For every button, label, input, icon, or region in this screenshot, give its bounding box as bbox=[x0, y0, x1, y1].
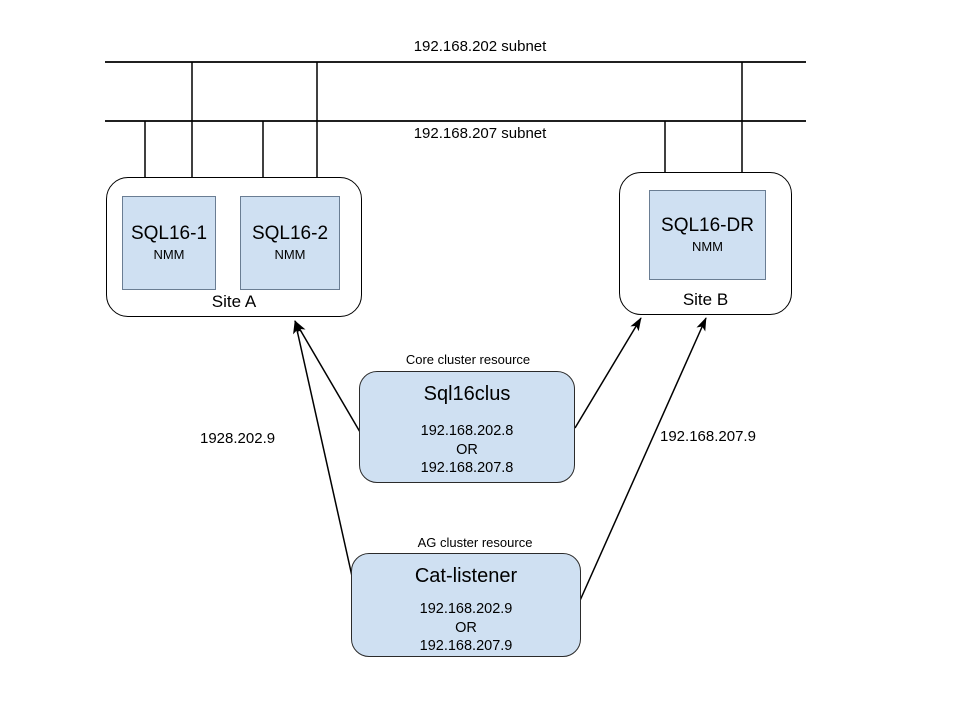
arrow-core-to-site-b bbox=[574, 317, 642, 429]
resource-sql16clus-title: Sql16clus bbox=[423, 383, 511, 405]
resource-cat-listener-ips: 192.168.202.9 OR 192.168.207.9 bbox=[352, 600, 580, 656]
subnet-202-label: 192.168.202 subnet bbox=[413, 38, 547, 55]
resource-sql16clus-ip-primary: 192.168.202.8 bbox=[420, 423, 514, 439]
edge-label-site-a: 1928.202.9 bbox=[200, 430, 276, 447]
site-a-label: Site A bbox=[211, 292, 257, 311]
resource-sql16clus-ip-or: OR bbox=[456, 441, 478, 458]
resource-cat-listener-ip-secondary: 192.168.207.9 bbox=[419, 638, 513, 655]
server-sql16-1[interactable]: SQL16-1 NMM bbox=[122, 196, 216, 290]
server-sql16-dr[interactable]: SQL16-DR NMM bbox=[649, 190, 766, 280]
server-sql16-2[interactable]: SQL16-2 NMM bbox=[240, 196, 340, 290]
ag-cluster-caption: AG cluster resource bbox=[417, 535, 533, 550]
arrow-ag-to-site-b bbox=[577, 317, 707, 606]
server-sql16-2-name: SQL16-2 bbox=[251, 222, 329, 244]
resource-sql16clus-ips: 192.168.202.8 OR 192.168.207.8 bbox=[360, 422, 574, 478]
resource-cat-listener-ip-primary: 192.168.202.9 bbox=[419, 601, 513, 617]
resource-cat-listener-title: Cat-listener bbox=[414, 565, 518, 587]
subnet-207-label: 192.168.207 subnet bbox=[413, 125, 547, 142]
server-sql16-dr-role: NMM bbox=[691, 238, 724, 254]
edge-label-site-b: 192.168.207.9 bbox=[660, 428, 756, 445]
server-sql16-2-role: NMM bbox=[274, 246, 306, 262]
site-b-label: Site B bbox=[682, 290, 729, 309]
server-sql16-1-name: SQL16-1 bbox=[130, 222, 208, 244]
resource-cat-listener[interactable]: Cat-listener 192.168.202.9 OR 192.168.20… bbox=[351, 553, 581, 657]
server-sql16-1-role: NMM bbox=[153, 246, 185, 262]
resource-sql16clus[interactable]: Sql16clus 192.168.202.8 OR 192.168.207.8 bbox=[359, 371, 575, 483]
resource-sql16clus-ip-secondary: 192.168.207.8 bbox=[420, 460, 514, 477]
core-cluster-caption: Core cluster resource bbox=[405, 352, 531, 367]
server-sql16-dr-name: SQL16-DR bbox=[661, 214, 754, 236]
resource-cat-listener-ip-or: OR bbox=[455, 619, 477, 636]
arrow-core-to-site-a bbox=[294, 320, 361, 433]
